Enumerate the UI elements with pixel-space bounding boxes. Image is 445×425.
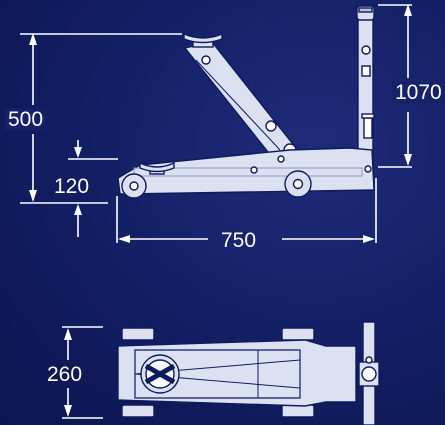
top-wheel-front-right (121, 404, 155, 418)
side-view-arrowheads (29, 4, 412, 243)
saddle-top (183, 32, 223, 44)
top-wheel-rear-right (281, 404, 315, 418)
top-wheel-front-left (121, 327, 155, 341)
min-height-label: 120 (54, 175, 90, 198)
handle-height-label: 1070 (392, 82, 445, 103)
lowered-saddle (139, 161, 175, 173)
top-body (117, 339, 357, 407)
width-label: 260 (47, 363, 83, 386)
handle-shaft (357, 17, 374, 171)
side-view-dimension-lines (20, 4, 412, 243)
jack-top-view (117, 321, 380, 425)
max-height-label: 500 (5, 109, 47, 130)
top-wheel-rear-left (281, 327, 315, 341)
handle-pin (361, 45, 371, 55)
length-label: 750 (221, 229, 257, 252)
top-view-arrowheads (64, 328, 72, 417)
jack-side-view (117, 5, 375, 199)
